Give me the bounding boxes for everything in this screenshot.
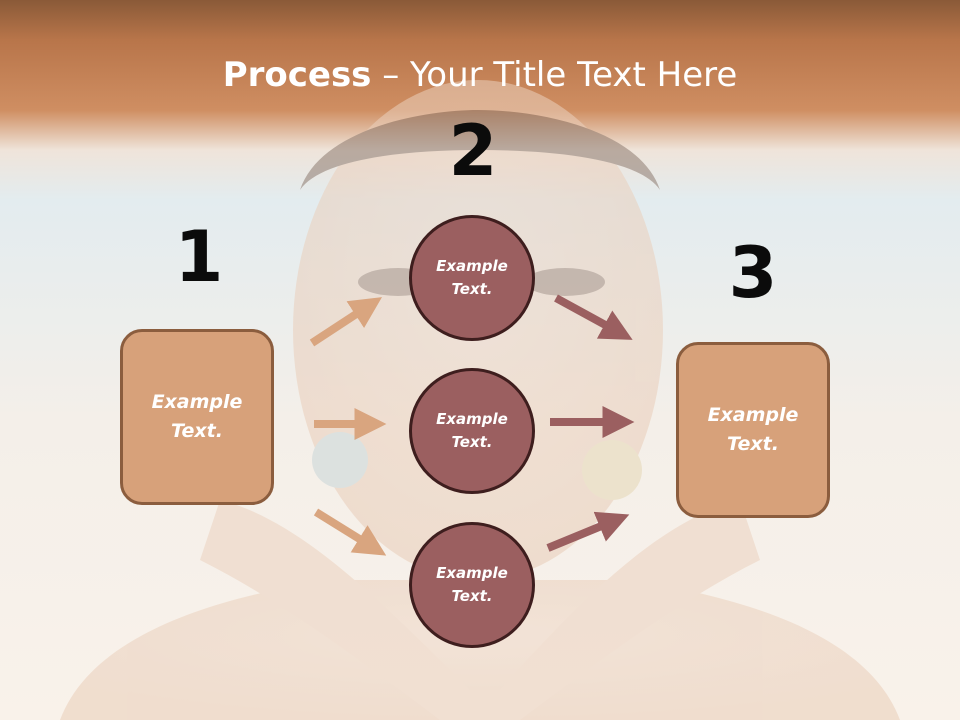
- right-box: Example Text.: [676, 342, 830, 518]
- arrow-left-to-top: [309, 297, 383, 347]
- arrow-top-to-right: [554, 294, 633, 340]
- left-box: Example Text.: [120, 329, 274, 505]
- step-number-3: 3: [728, 232, 778, 314]
- step-number-1: 1: [174, 216, 224, 298]
- step-number-2: 2: [448, 110, 498, 192]
- arrow-bottom-to-right: [546, 511, 630, 552]
- circle-top: Example Text.: [409, 215, 535, 341]
- circle-middle: Example Text.: [409, 368, 535, 494]
- slide-title: Process – Your Title Text Here: [0, 52, 960, 98]
- title-rest: – Your Title Text Here: [371, 55, 738, 95]
- arrow-left-to-bottom: [313, 508, 387, 556]
- circle-bottom: Example Text.: [409, 522, 535, 648]
- title-bold: Process: [222, 55, 372, 95]
